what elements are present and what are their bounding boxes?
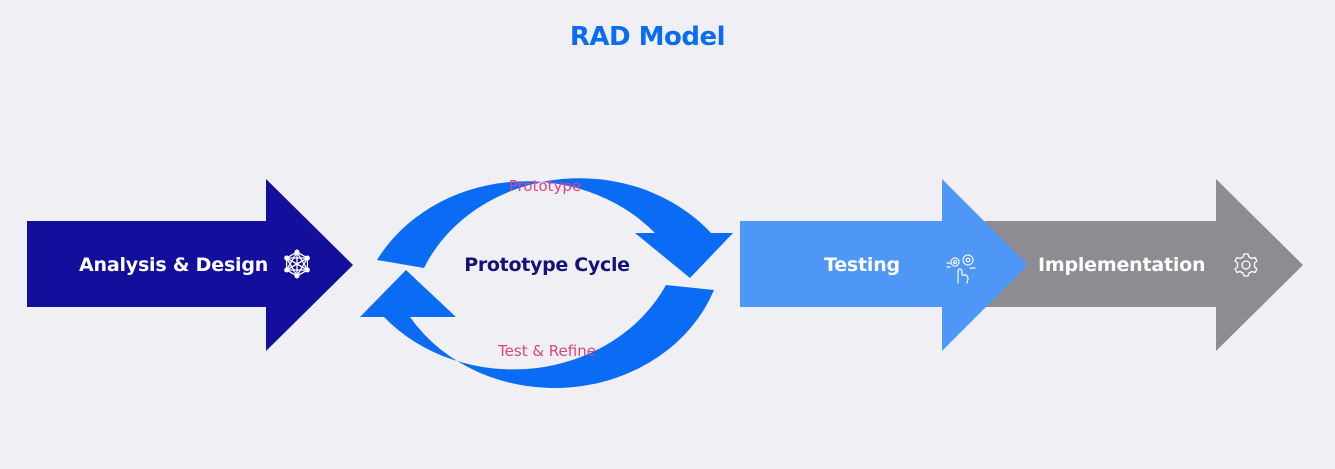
network-icon <box>284 249 310 279</box>
analysis-arrow <box>27 179 353 351</box>
cycle-arrow-bottom <box>360 270 714 389</box>
testing-arrow <box>740 179 1028 351</box>
analysis-design-label: Analysis & Design <box>79 254 269 276</box>
gears-hand-icon <box>946 254 976 284</box>
diagram-title: RAD Model <box>569 22 726 52</box>
prototype-label: Prototype <box>508 177 582 195</box>
implementation-arrow <box>985 179 1303 351</box>
gear-icon <box>1234 253 1258 277</box>
testing-label: Testing <box>824 254 900 276</box>
cycle-arrow-top <box>377 178 733 278</box>
test-refine-label: Test & Refine <box>498 342 596 360</box>
implementation-label: Implementation <box>1038 254 1206 276</box>
prototype-cycle-label: Prototype Cycle <box>464 254 630 276</box>
